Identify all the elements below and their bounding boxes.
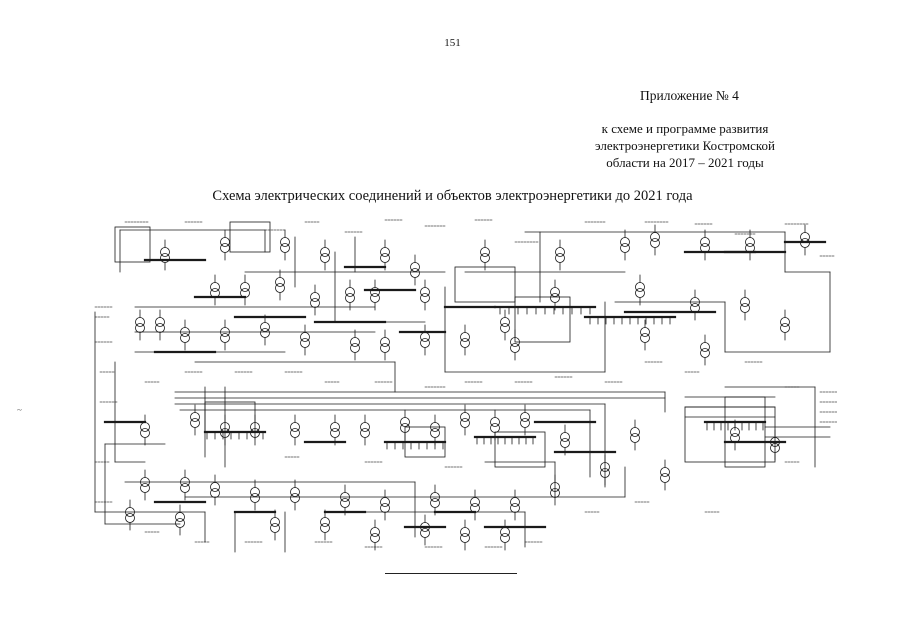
transformer-winding [290, 493, 300, 503]
appendix-subtitle-line: к схеме и программе развития [601, 121, 769, 136]
transformer-winding [460, 533, 470, 543]
transformer-winding [220, 243, 230, 253]
transformer-winding [275, 283, 285, 293]
transformer-winding [640, 333, 650, 343]
transformer-winding [520, 418, 530, 428]
transformer-winding [350, 343, 360, 353]
substation-block [404, 426, 446, 458]
transformer-winding [460, 338, 470, 348]
transformer-winding [660, 473, 670, 483]
transformer-winding [160, 253, 170, 263]
transformer-winding [550, 293, 560, 303]
substation-block [494, 431, 546, 468]
appendix-subtitle-line: электроэнергетики Костромской [595, 138, 775, 153]
transformer-winding [650, 238, 660, 248]
transformer-winding [250, 493, 260, 503]
substation-block [684, 406, 776, 463]
transformer-winding [500, 323, 510, 333]
transformer-winding [460, 418, 470, 428]
transformer-winding [740, 303, 750, 313]
transformer-winding [140, 428, 150, 438]
transformer-winding [340, 498, 350, 508]
substation-block [454, 266, 516, 303]
transformer-winding [320, 253, 330, 263]
transformer-winding [700, 348, 710, 358]
transformer-winding [190, 418, 200, 428]
transformer-winding [320, 523, 330, 533]
transformer-winding [155, 323, 165, 333]
transformer-winding [210, 488, 220, 498]
transformer-winding [260, 328, 270, 338]
transformer-winding [330, 428, 340, 438]
transformer-winding [370, 533, 380, 543]
appendix-subtitle: к схеме и программе развития электроэнер… [560, 120, 810, 171]
appendix-title: Приложение № 4 [640, 88, 739, 103]
transformer-winding [380, 253, 390, 263]
transformer-winding [630, 433, 640, 443]
transformer-winding [420, 528, 430, 538]
transformer-winding [370, 293, 380, 303]
transformer-winding [135, 323, 145, 333]
transformer-winding [380, 503, 390, 513]
transformer-winding [180, 333, 190, 343]
transformer-winding [140, 483, 150, 493]
transformer-winding [270, 523, 280, 533]
transformer-winding [410, 268, 420, 278]
transformer-winding [175, 518, 185, 528]
transformer-winding [780, 323, 790, 333]
scheme-title: Схема электрических соединений и объекто… [212, 188, 693, 204]
transformer-winding [510, 343, 520, 353]
transformer-winding [560, 438, 570, 448]
transformer-winding [280, 243, 290, 253]
transformer-winding [635, 288, 645, 298]
transformer-winding [500, 533, 510, 543]
transformer-winding [480, 253, 490, 263]
transformer-winding [300, 338, 310, 348]
transformer-winding [125, 513, 135, 523]
transformer-winding [290, 428, 300, 438]
transformer-winding [420, 338, 430, 348]
transformer-winding [490, 423, 500, 433]
transformer-winding [310, 298, 320, 308]
transformer-winding [430, 428, 440, 438]
footer-rule [385, 573, 517, 574]
substation-block [229, 221, 271, 253]
transformer-winding [620, 243, 630, 253]
substation-block [514, 296, 571, 343]
stray-mark: ~ [17, 405, 22, 415]
substation-block [114, 226, 151, 263]
substation-block [724, 396, 766, 468]
page-number: 151 [444, 37, 461, 49]
transformer-winding [380, 343, 390, 353]
transformer-winding [510, 503, 520, 513]
transformer-winding [360, 428, 370, 438]
transformer-winding [180, 483, 190, 493]
transformer-winding [220, 333, 230, 343]
transformer-winding [430, 498, 440, 508]
transformer-winding [555, 253, 565, 263]
electrical-scheme-diagram [94, 219, 837, 553]
appendix-subtitle-line: области на 2017 – 2021 годы [606, 155, 764, 170]
transformer-winding [345, 293, 355, 303]
transformer-winding [420, 293, 430, 303]
substation-block [204, 401, 256, 433]
